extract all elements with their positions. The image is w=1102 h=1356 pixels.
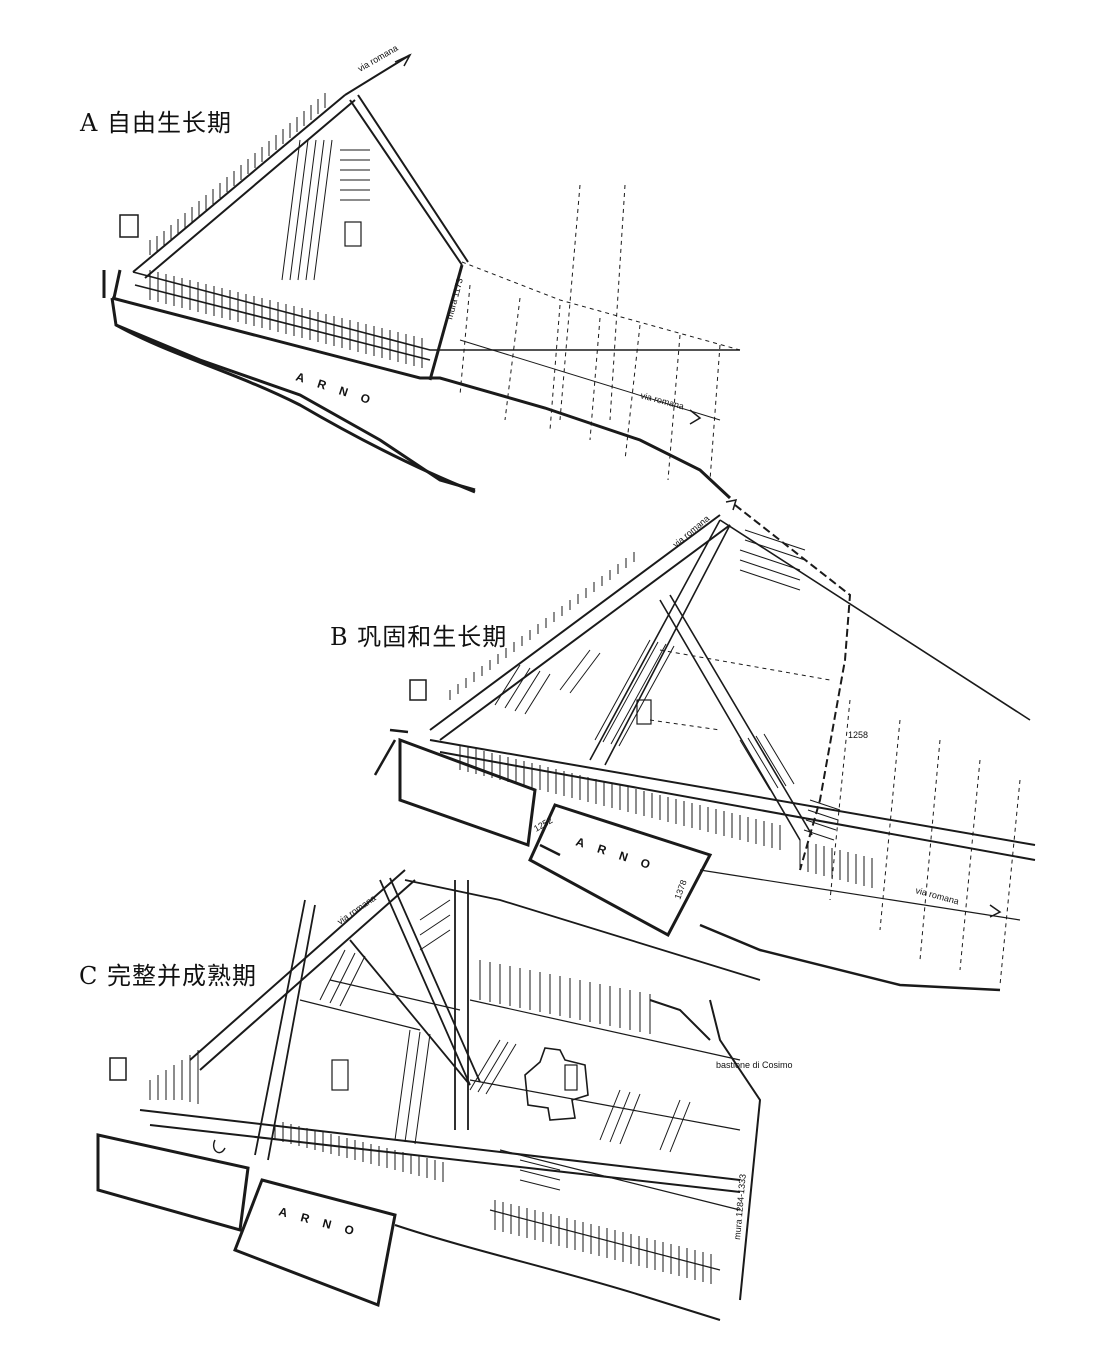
panel-c-road-label-north: via romana [335,893,377,927]
panel-c-mura-label: mura 1284-1333 [732,1174,748,1241]
panel-b-label: B 巩固和生长期 [330,623,508,651]
panel-c-label: C 完整并成熟期 [79,962,257,990]
panel-c-riverbank [394,1224,721,1321]
panel-a-riverbank-south [115,323,476,494]
panel-b-river-label: ARNO [574,835,665,877]
panel-b-river-road [699,869,1021,921]
panel-c-city-wall [649,999,762,1301]
panel-a-label: A 自由生长期 [80,109,232,137]
panel-c-river-label: ARNO [277,1204,369,1241]
panel-c-small-building [109,1057,127,1081]
panel-a-east-road [459,339,721,421]
panel-a-hatching [149,93,423,368]
panel-a-east-arrow [689,409,702,425]
panel-c-bridge-pier [213,1139,226,1154]
panel-a-map: ARNO via romana via romana mura 1173 [102,43,741,500]
panel-c-east-road [139,1109,741,1193]
panel-c-inner-roads [299,979,741,1271]
panel-b-river-block-west [398,737,537,848]
panel-c-main-road [189,869,416,1071]
panel-b-dashed-parcels [649,649,1021,986]
panel-a-lower-road [132,271,740,361]
panel-b-main-road [429,514,731,741]
panel-b-road-label-east: via romana [914,885,960,906]
panel-a-main-road [132,94,356,279]
panel-b-diagonal-roads [589,519,1031,841]
panel-a-mura-label: mura 1173 [444,277,465,321]
panel-a-north-arrow [394,53,412,67]
panel-b-courtyard [636,699,652,725]
panel-b-north-arrow [725,499,738,511]
panel-a-river-label: ARNO [294,370,385,412]
panel-c-river-block-arno [233,1178,397,1308]
panel-c-bastion-label: bastione di Cosimo [716,1060,793,1070]
panel-b-small-building [409,679,427,701]
panel-a-courtyard [344,221,362,247]
panel-b-east-arrow [989,904,1002,918]
panel-c-church [524,1047,589,1121]
panel-b-city-wall [734,504,852,871]
panel-c-map: ARNO via romana mura 1284-1333 bastione … [96,869,793,1321]
panel-a-north-road [344,54,469,266]
panel-a-small-building [119,214,139,238]
panel-c-hatching [149,899,712,1284]
panel-b-river-block-arno [528,803,713,938]
panel-a-road-label-east: via romana [639,390,685,411]
panel-c-church-tower [564,1064,578,1091]
panel-c-courtyard [331,1059,349,1091]
panel-b-hatching [449,529,873,888]
panel-b-east-road [429,739,1036,861]
panel-c-diagonal-roads [254,877,761,1161]
panel-a-road-label-north: via romana [356,43,400,74]
panel-a-mura [428,264,464,381]
panel-c-river-block-west [96,1133,250,1232]
panel-b-year-1258: 1258 [848,730,868,740]
panel-b-riverbank [373,728,1001,992]
panel-b-map: ARNO via romana via romana 1258 1252 137… [373,499,1036,992]
panel-a-dashed-parcels [459,184,741,481]
panel-a-bridge [102,269,122,299]
